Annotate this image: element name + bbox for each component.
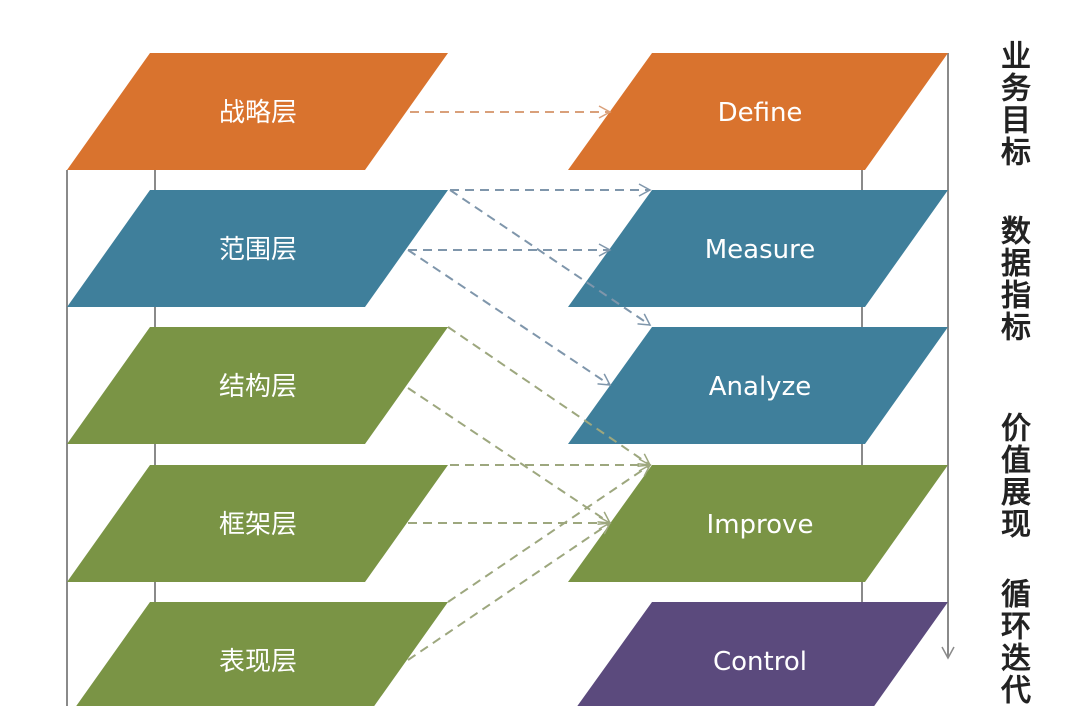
phase-shape [568,190,948,307]
phase-label: Define [718,98,803,128]
phase-label: Control [713,647,807,677]
layer-2: 范围层 [67,190,448,307]
layer-1: 战略层 [67,53,448,170]
side-label-iteration: 循环迭代 [995,578,1030,706]
layer-label: 结构层 [219,372,297,402]
layer-5: 表现层 [76,602,448,706]
layer-shape [67,53,448,170]
layer-4: 框架层 [67,465,448,582]
phase-shape [568,465,948,582]
dashed-arrow [447,326,652,466]
dashed-arrow [407,249,612,386]
layer-shape [76,602,448,706]
phase-shape [568,327,948,444]
phase-measure: Measure [568,190,948,307]
phase-define: Define [568,53,948,170]
dashed-arrow [407,522,612,661]
layer-label: 框架层 [219,510,297,540]
dashed-arrow [447,464,652,603]
phase-shape [568,53,948,170]
layer-3: 结构层 [67,327,448,444]
phase-analyze: Analyze [568,327,948,444]
side-label-value-display: 价值展现 [995,412,1030,540]
layer-label: 战略层 [219,98,297,128]
phase-shape [577,602,948,706]
phase-control: Control [577,602,948,706]
layer-shape [67,190,448,307]
side-label-business-goal: 业务目标 [995,40,1030,168]
phase-label: Measure [705,235,816,265]
layer-shape [67,465,448,582]
dashed-arrow [407,387,612,524]
layer-label: 表现层 [219,647,297,677]
layer-shape [67,327,448,444]
side-label-data-metrics: 数据指标 [995,215,1030,343]
dashed-arrow [449,189,652,326]
layer-label: 范围层 [219,235,297,265]
phase-label: Improve [707,510,814,540]
phase-improve: Improve [568,465,948,582]
mapping-arrows [407,105,652,661]
phase-label: Analyze [709,372,811,402]
